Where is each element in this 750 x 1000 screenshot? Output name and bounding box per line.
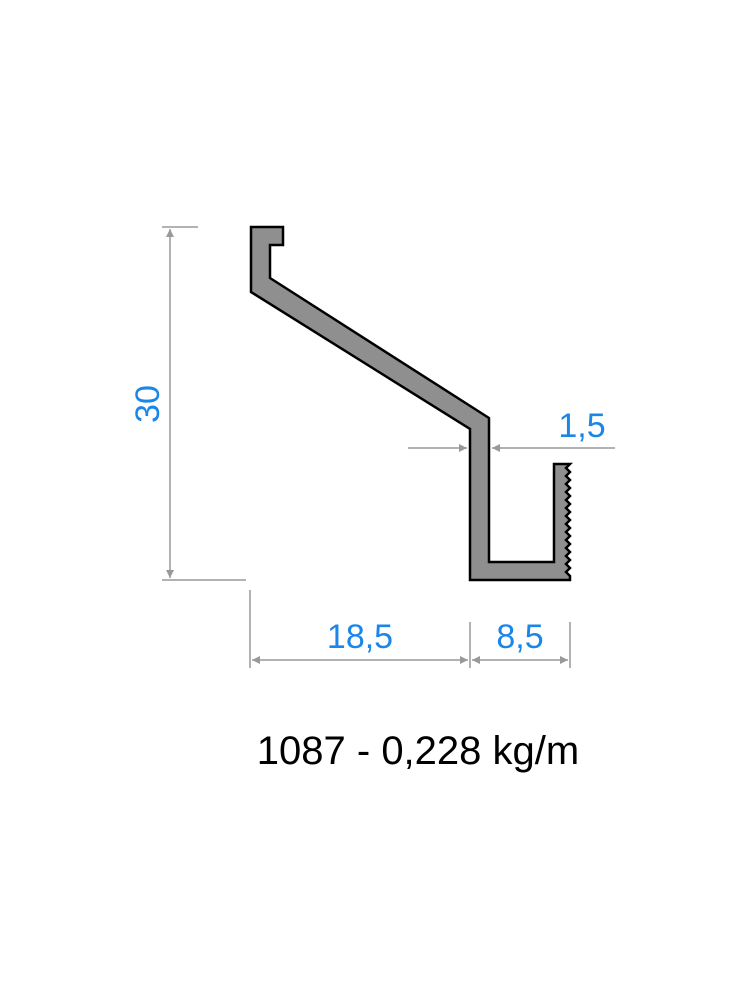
profile-outline (249, 225, 574, 582)
dimension-label-height: 30 (129, 385, 167, 423)
profile-caption: 1087 - 0,228 kg/m (257, 729, 579, 773)
dimension-lines (166, 229, 615, 664)
dimension-label-width-left: 18,5 (327, 618, 393, 656)
profile-section (249, 225, 574, 582)
extension-lines (162, 226, 571, 668)
dimension-label-thickness: 1,5 (558, 407, 605, 445)
dimension-label-width-right: 8,5 (496, 618, 543, 656)
